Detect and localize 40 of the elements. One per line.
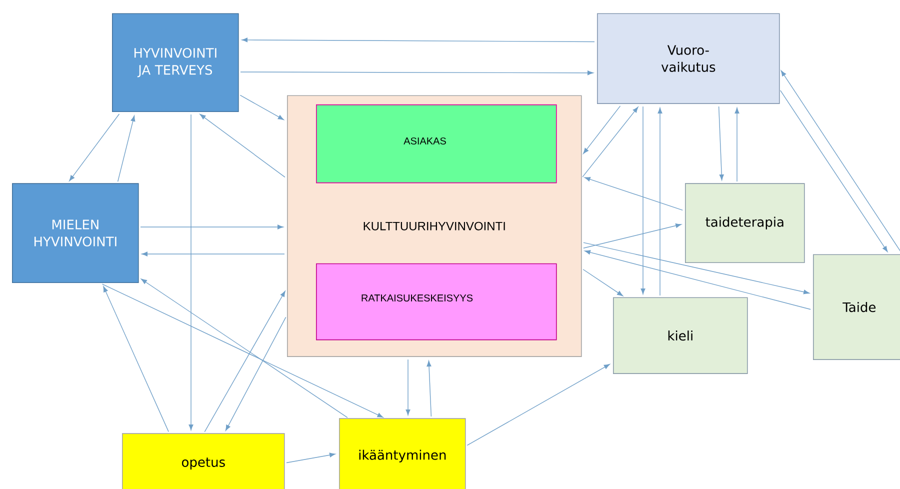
- arrow: [583, 106, 621, 154]
- arrow: [426, 360, 432, 417]
- arrow: [640, 106, 646, 294]
- arrow: [718, 106, 724, 180]
- process-box: Vuoro- vaikutus: [597, 13, 780, 104]
- arrow: [200, 114, 286, 178]
- arrow: [406, 359, 410, 416]
- arrow: [69, 114, 120, 182]
- arrow: [142, 252, 285, 256]
- arrow: [734, 108, 740, 182]
- arrow: [240, 70, 594, 76]
- arrow: [102, 284, 384, 418]
- arrow: [466, 364, 610, 446]
- process-box: kieli: [613, 297, 748, 374]
- arrow: [117, 116, 136, 182]
- arrow: [188, 114, 194, 430]
- arrow: [240, 94, 284, 120]
- arrow: [584, 250, 811, 310]
- arrow: [140, 224, 284, 230]
- arrow: [103, 286, 169, 432]
- process-box: RATKAISUKESKEISYYS: [316, 263, 557, 340]
- arrow: [242, 38, 595, 42]
- process-box: ASIAKAS: [316, 104, 557, 184]
- arrow: [583, 242, 810, 294]
- process-box: MIELEN HYVINVOINTI: [12, 183, 139, 283]
- arrow: [582, 106, 638, 178]
- arrow: [584, 177, 683, 211]
- arrow: [780, 90, 888, 252]
- arrow: [582, 269, 624, 296]
- arrow: [658, 108, 662, 296]
- process-box: taideterapia: [685, 183, 805, 263]
- arrow: [583, 223, 682, 248]
- process-box: Taide: [813, 254, 900, 360]
- arrow: [225, 316, 286, 431]
- arrow: [204, 290, 286, 432]
- process-box: opetus: [122, 433, 285, 489]
- arrow: [286, 452, 336, 464]
- process-box: HYVINVOINTI JA TERVEYS: [112, 13, 239, 112]
- arrow: [141, 278, 348, 418]
- process-box: ikääntyminen: [339, 418, 466, 489]
